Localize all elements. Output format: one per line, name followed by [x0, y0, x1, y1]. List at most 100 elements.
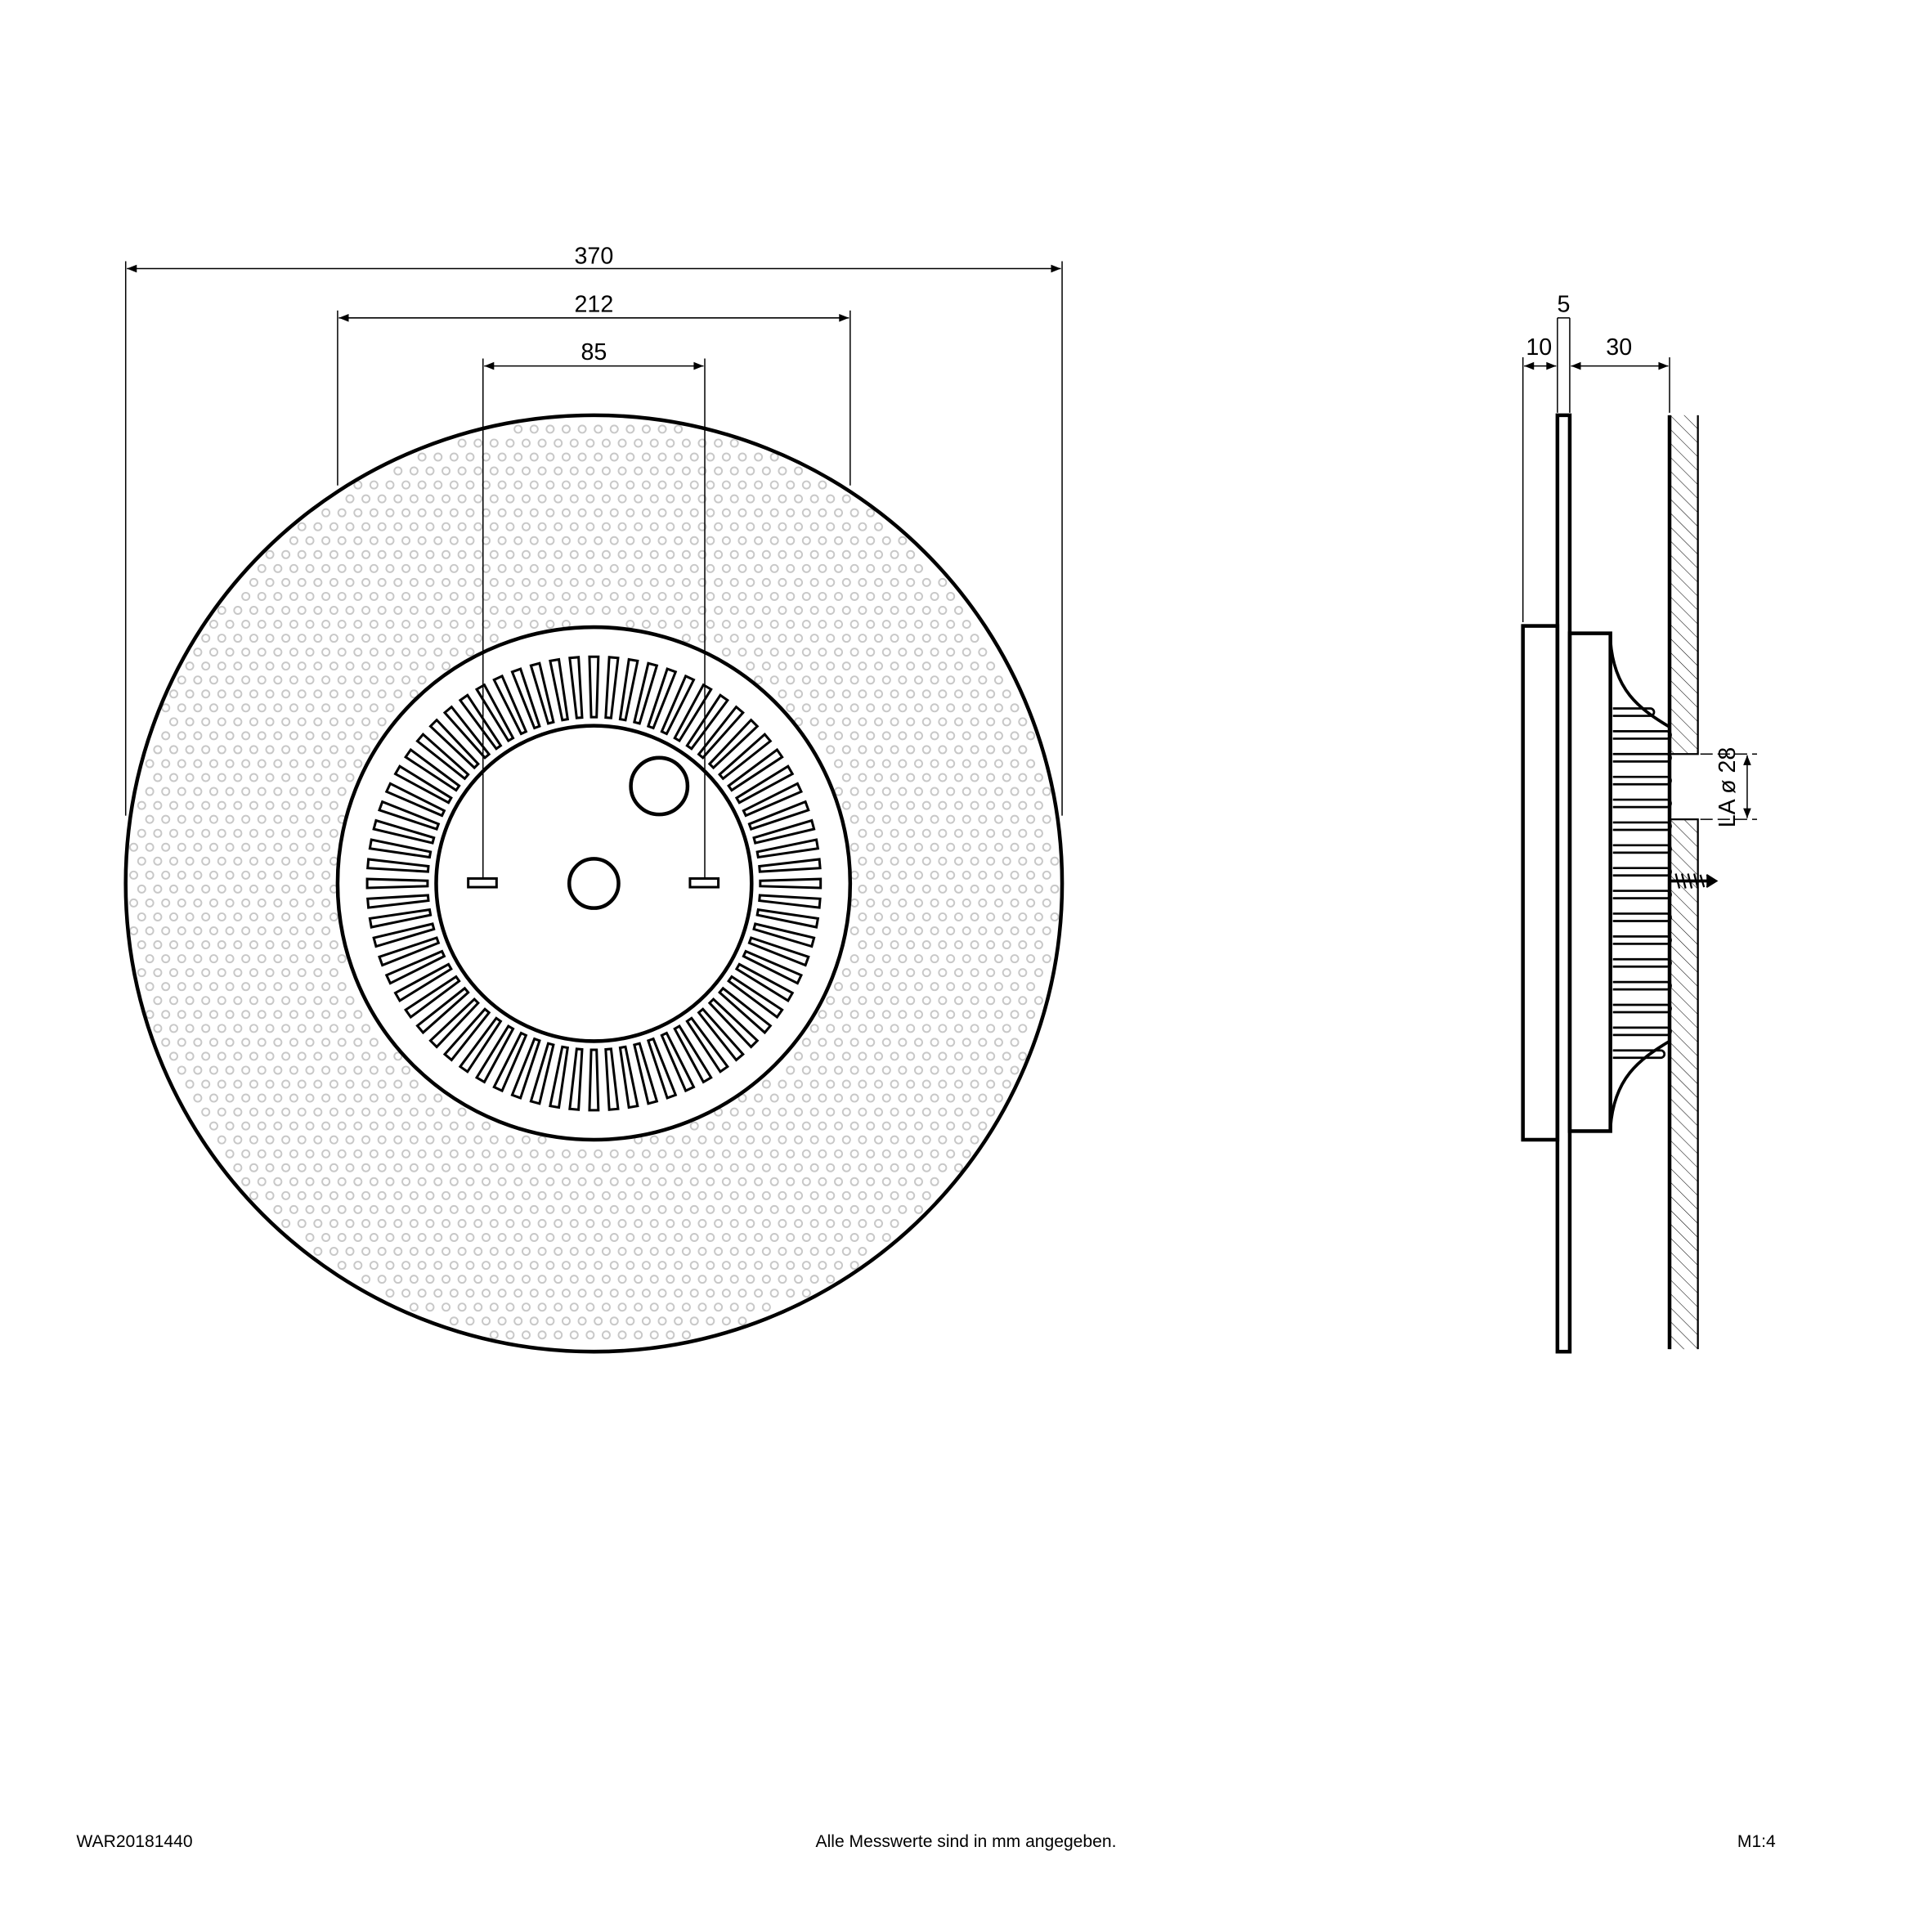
- surface-dot: [794, 522, 804, 531]
- surface-dot: [874, 661, 884, 671]
- surface-dot: [978, 870, 988, 880]
- surface-dot: [545, 1177, 555, 1186]
- surface-dot: [786, 1093, 796, 1103]
- surface-dot: [674, 480, 684, 490]
- surface-dot: [513, 1261, 523, 1271]
- vent-slot: [404, 975, 461, 1020]
- surface-dot: [625, 591, 635, 601]
- surface-dot: [986, 1024, 996, 1033]
- surface-dot: [1010, 787, 1020, 796]
- surface-dot: [505, 1330, 515, 1340]
- surface-dot: [746, 605, 755, 615]
- surface-dot: [898, 731, 908, 741]
- surface-dot: [801, 1177, 811, 1186]
- surface-dot: [601, 1247, 611, 1257]
- surface-dot: [881, 842, 891, 852]
- fin: [1612, 890, 1672, 899]
- surface-dot: [265, 1107, 275, 1117]
- surface-dot: [545, 620, 555, 630]
- fin: [1612, 844, 1672, 854]
- surface-dot: [746, 466, 755, 476]
- surface-dot: [689, 1232, 699, 1242]
- surface-dot: [457, 466, 467, 476]
- surface-dot: [657, 1204, 667, 1214]
- surface-dot: [721, 536, 731, 545]
- surface-dot: [874, 1135, 884, 1145]
- surface-dot: [657, 620, 667, 630]
- surface-dot: [401, 480, 411, 490]
- surface-dot: [890, 773, 899, 782]
- surface-dot: [529, 1232, 539, 1242]
- surface-dot: [769, 563, 779, 573]
- surface-dot: [617, 1275, 627, 1284]
- surface-dot: [457, 1190, 467, 1200]
- surface-dot: [385, 703, 395, 713]
- surface-dot: [881, 926, 891, 936]
- vent-slot: [673, 1024, 713, 1084]
- surface-dot: [497, 452, 507, 462]
- surface-dot: [938, 1079, 948, 1089]
- vent-slot: [415, 732, 470, 781]
- surface-dot: [377, 1107, 387, 1117]
- surface-dot: [489, 1247, 499, 1257]
- surface-dot: [938, 856, 948, 866]
- surface-dot: [361, 1275, 371, 1284]
- surface-dot: [641, 1204, 651, 1214]
- surface-dot: [401, 620, 411, 630]
- surface-dot: [746, 494, 755, 504]
- surface-dot: [786, 1065, 796, 1075]
- surface-dot: [858, 1051, 867, 1061]
- surface-dot: [193, 898, 203, 908]
- surface-dot: [225, 870, 235, 880]
- surface-dot: [594, 1261, 603, 1271]
- surface-dot: [185, 996, 195, 1006]
- surface-dot: [849, 898, 859, 908]
- surface-dot: [208, 787, 218, 796]
- surface-dot: [321, 1065, 331, 1075]
- surface-dot: [946, 814, 956, 824]
- surface-dot: [329, 1247, 338, 1257]
- surface-dot: [930, 814, 939, 824]
- surface-dot: [257, 675, 267, 685]
- surface-dot: [826, 996, 836, 1006]
- surface-dot: [217, 800, 226, 810]
- surface-dot: [521, 1135, 531, 1145]
- surface-dot: [385, 1149, 395, 1159]
- surface-dot: [505, 1135, 515, 1145]
- surface-dot: [265, 1079, 275, 1089]
- surface-dot: [617, 549, 627, 559]
- surface-dot: [594, 480, 603, 490]
- surface-dot: [208, 1065, 218, 1075]
- vent-slot: [365, 877, 429, 890]
- surface-dot: [1002, 689, 1011, 699]
- surface-dot: [249, 1107, 258, 1117]
- surface-dot: [721, 1121, 731, 1131]
- surface-dot: [826, 1107, 836, 1117]
- surface-dot: [946, 731, 956, 741]
- surface-dot: [809, 1135, 819, 1145]
- surface-dot: [257, 563, 267, 573]
- surface-dot: [898, 1121, 908, 1131]
- surface-dot: [874, 940, 884, 950]
- surface-dot: [754, 1149, 764, 1159]
- surface-dot: [681, 1135, 691, 1145]
- surface-dot: [962, 1149, 971, 1159]
- surface-dot: [881, 1093, 891, 1103]
- surface-dot: [393, 549, 403, 559]
- vent-slot: [474, 1024, 515, 1084]
- surface-dot: [993, 787, 1003, 796]
- surface-dot: [841, 577, 851, 587]
- surface-dot: [289, 1065, 298, 1075]
- surface-dot: [585, 466, 595, 476]
- surface-dot: [866, 508, 876, 518]
- surface-dot: [521, 549, 531, 559]
- surface-dot: [809, 634, 819, 643]
- surface-dot: [946, 870, 956, 880]
- surface-dot: [161, 898, 171, 908]
- surface-dot: [168, 828, 178, 838]
- surface-dot: [554, 1218, 563, 1228]
- surface-dot: [145, 787, 155, 796]
- surface-dot: [1042, 787, 1051, 796]
- surface-dot: [898, 870, 908, 880]
- surface-dot: [369, 648, 379, 657]
